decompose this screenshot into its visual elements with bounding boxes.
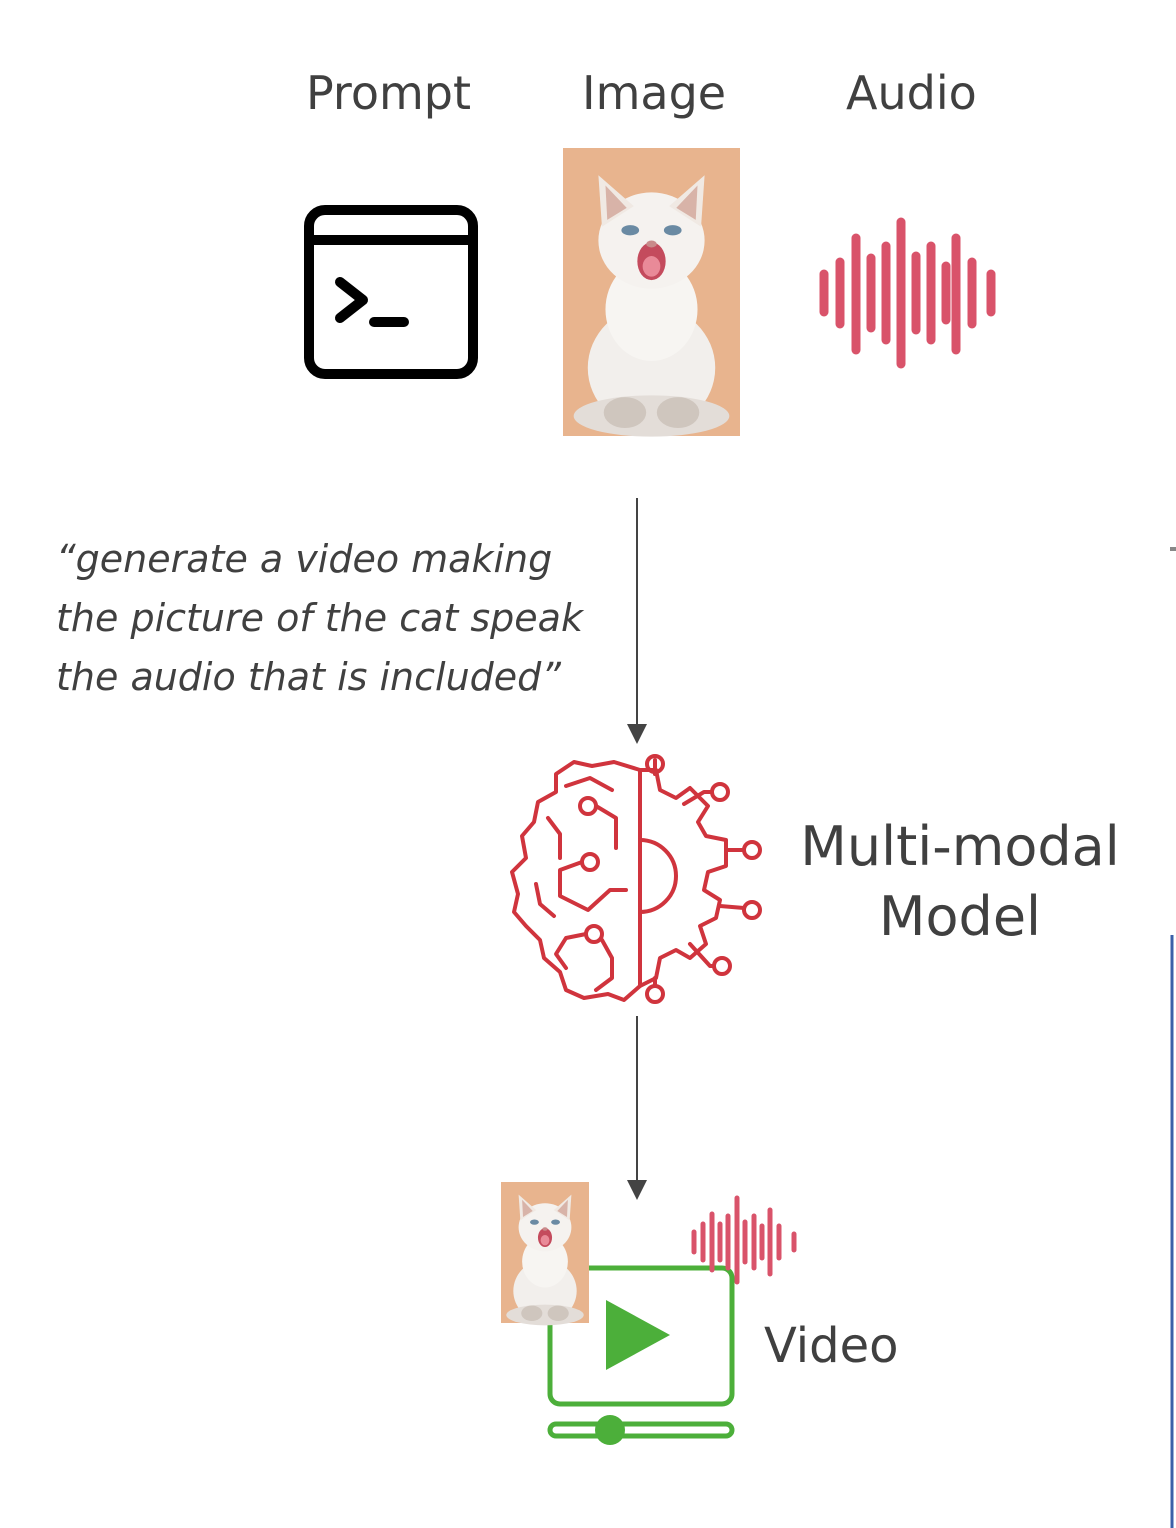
terminal-icon <box>304 205 478 379</box>
model-label-line-2: Model <box>878 885 1042 948</box>
arrow-to-video <box>627 1016 647 1200</box>
audio-wave-icon <box>819 217 996 369</box>
prompt-text-line-3: the audio that is included” <box>56 655 561 699</box>
audio-label: Audio <box>846 66 977 120</box>
prompt-label: Prompt <box>306 66 472 120</box>
prompt-text: “generate a video making the picture of … <box>56 530 626 707</box>
arrow-to-model <box>627 498 647 744</box>
image-label: Image <box>582 66 727 120</box>
model-label: Multi-modal Model <box>790 812 1130 952</box>
output-audio-wave-icon <box>691 1195 797 1285</box>
model-label-line-1: Multi-modal <box>800 815 1120 878</box>
prompt-text-line-1: “generate a video making <box>56 537 553 581</box>
prompt-text-line-2: the picture of the cat speak <box>56 596 583 640</box>
video-label: Video <box>764 1318 899 1374</box>
brain-gear-icon <box>510 754 762 1004</box>
output-cat-image <box>501 1182 589 1326</box>
cat-image <box>563 148 740 437</box>
video-player-icon <box>547 1265 735 1445</box>
